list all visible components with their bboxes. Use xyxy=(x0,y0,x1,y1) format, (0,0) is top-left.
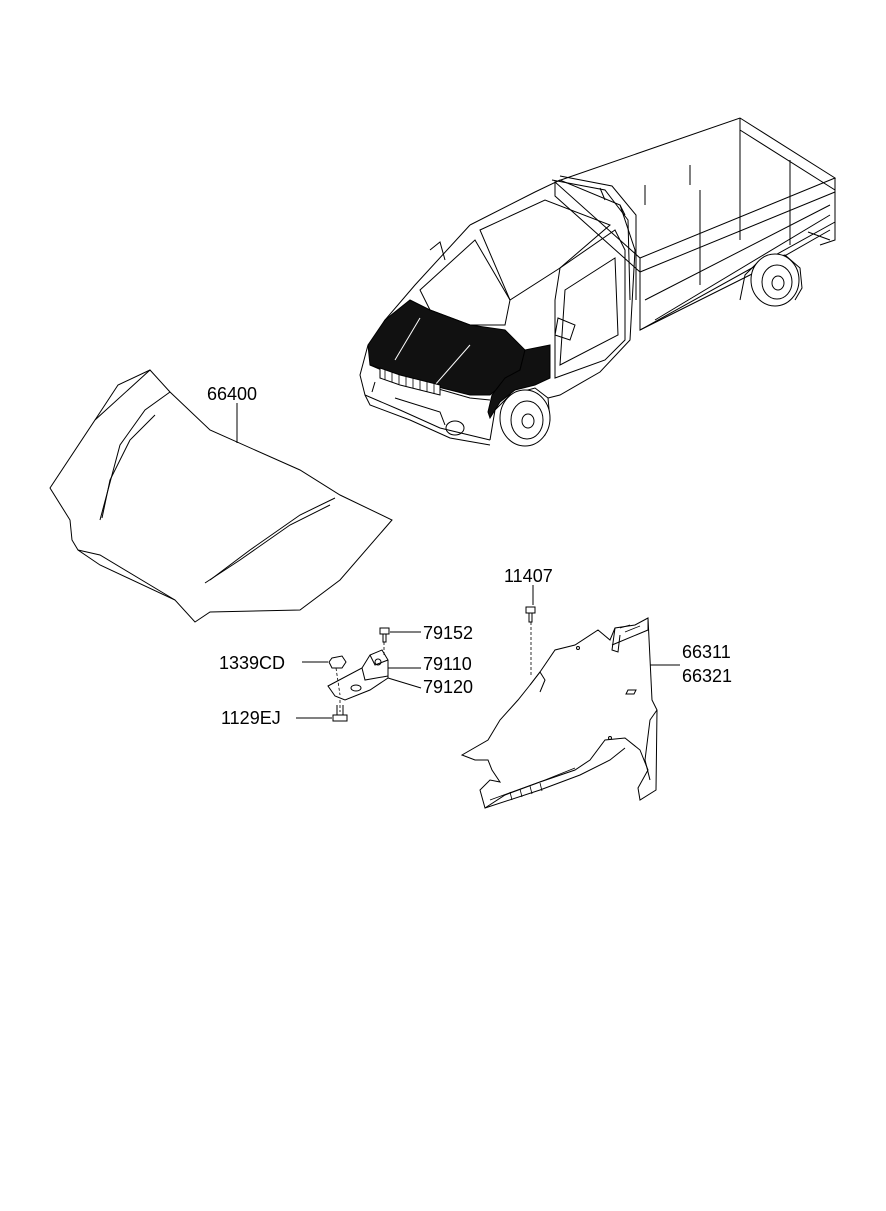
label-66321: 66321 xyxy=(682,666,732,686)
fender-bolt-11407 xyxy=(525,606,536,675)
hinge-bolt-1129EJ xyxy=(332,700,348,722)
label-79120: 79120 xyxy=(423,677,473,697)
front-wheel xyxy=(489,387,551,447)
leader-lines xyxy=(236,403,680,719)
bracket-bolt-79152 xyxy=(379,627,390,643)
label-1129EJ: 1129EJ xyxy=(221,708,281,728)
truck-front xyxy=(359,344,491,446)
cargo-bed xyxy=(551,117,837,331)
nut-1339CD xyxy=(328,655,347,696)
label-66400: 66400 xyxy=(207,384,257,404)
label-11407: 11407 xyxy=(504,566,553,586)
truck-hood-highlight xyxy=(367,299,526,396)
label-1339CD: 1339CD xyxy=(219,653,285,673)
front-fender xyxy=(460,617,658,809)
label-79152: 79152 xyxy=(423,623,473,643)
part-labels: 66400 11407 79152 1339CD 79110 79120 112… xyxy=(207,384,732,728)
hood-panel xyxy=(49,369,393,623)
truck-illustration xyxy=(359,117,837,447)
label-66311: 66311 xyxy=(682,642,731,662)
label-79110: 79110 xyxy=(423,654,472,674)
rear-wheel xyxy=(739,253,803,307)
hood-hinge xyxy=(327,642,389,701)
